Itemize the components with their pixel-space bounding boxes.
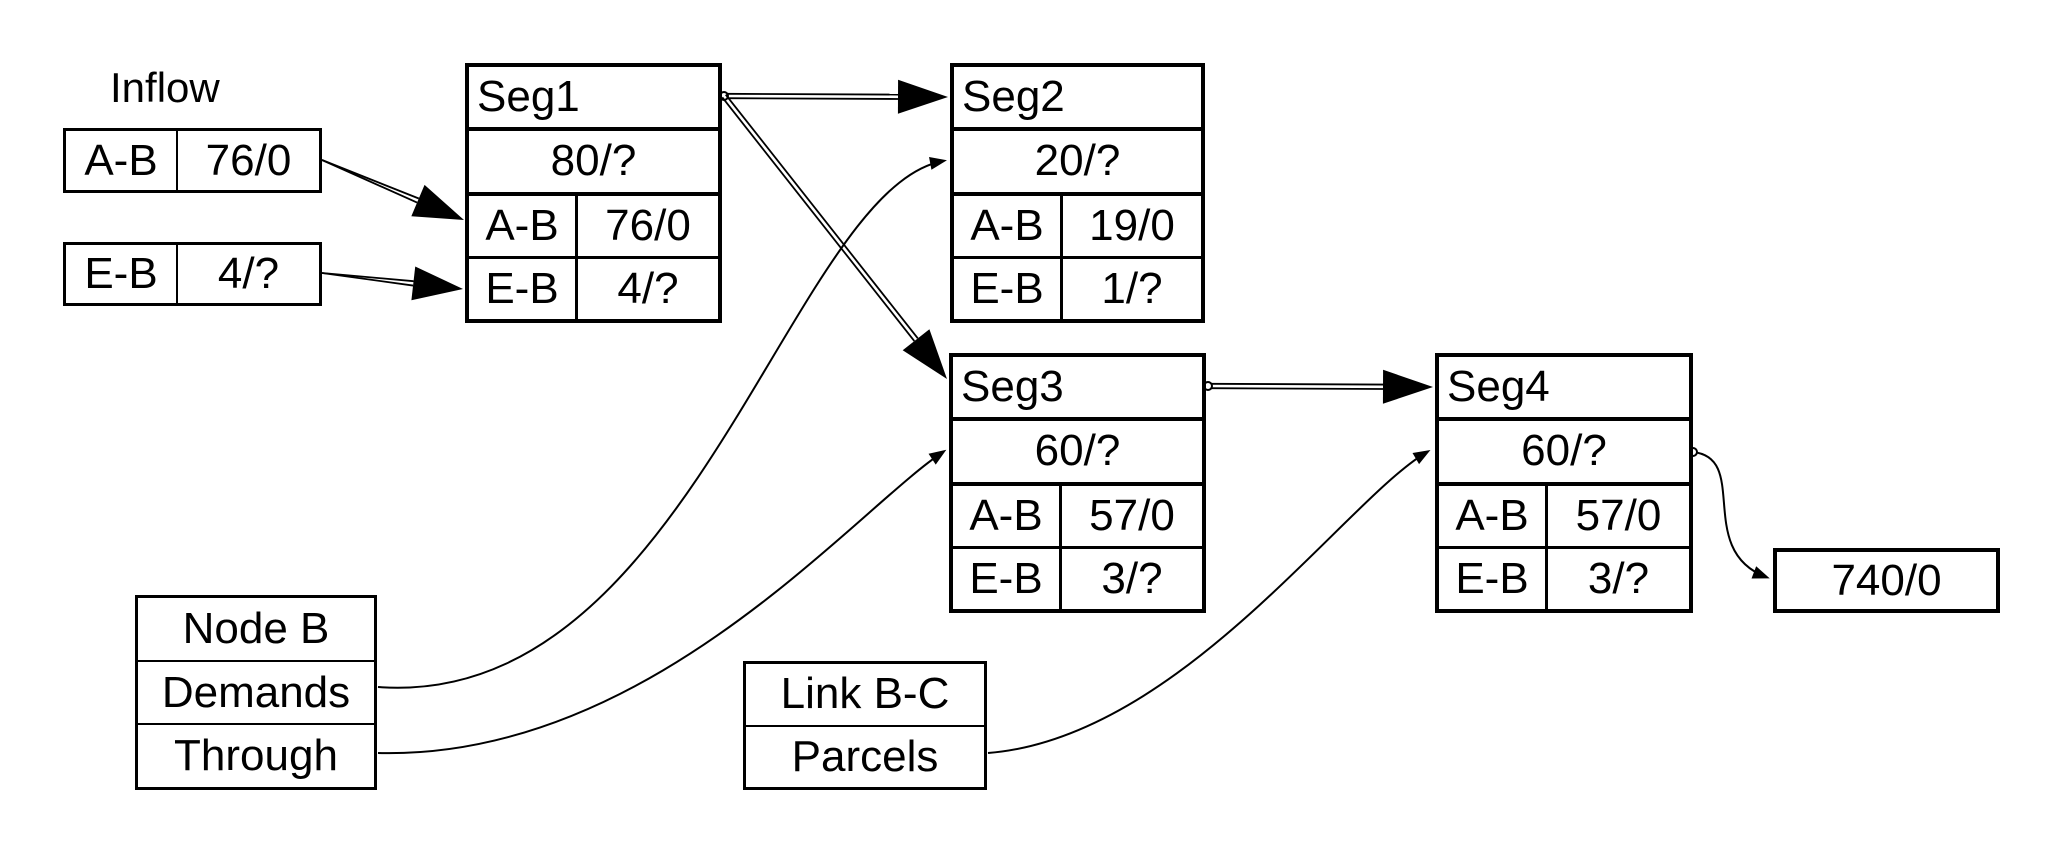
link-b-c-legend: Link B-C Parcels bbox=[743, 661, 987, 790]
segment-table-seg3: Seg3 60/? A-B 57/0 E-B 3/? bbox=[949, 353, 1206, 613]
outflow-box: 740/0 bbox=[1773, 548, 2000, 613]
outflow-value: 740/0 bbox=[1831, 555, 1942, 605]
flow-value: 19/0 bbox=[1089, 200, 1175, 250]
flow-value: 76/0 bbox=[605, 200, 691, 250]
flow-row: E-B 1/? bbox=[954, 255, 1201, 319]
flow-value: 57/0 bbox=[1089, 490, 1175, 540]
legend-row: Parcels bbox=[746, 724, 984, 788]
segment-name: Seg2 bbox=[954, 67, 1201, 132]
flow-key: E-B bbox=[1439, 548, 1548, 609]
segment-table-seg1: Seg1 80/? A-B 76/0 E-B 4/? bbox=[465, 63, 722, 323]
segment-total: 60/? bbox=[1439, 421, 1689, 486]
legend-row: Demands bbox=[138, 659, 374, 724]
flow-value: 4/? bbox=[617, 263, 679, 313]
segment-name: Seg1 bbox=[469, 67, 718, 132]
inflow-entry-e-b: E-B 4/? bbox=[63, 242, 322, 306]
flow-row: A-B 19/0 bbox=[954, 195, 1201, 256]
segment-total: 20/? bbox=[954, 131, 1201, 196]
inflow-entry-a-b: A-B 76/0 bbox=[63, 128, 322, 193]
flow-key: A-B bbox=[1439, 485, 1548, 546]
segment-table-seg2: Seg2 20/? A-B 19/0 E-B 1/? bbox=[950, 63, 1205, 323]
flow-key: A-B bbox=[469, 195, 578, 256]
curve-seg4-to-outflow bbox=[1688, 447, 1770, 579]
legend-row: Link B-C bbox=[780, 669, 950, 719]
arrow-seg3-to-seg4 bbox=[1203, 369, 1433, 404]
flow-key: A-B bbox=[953, 485, 1062, 546]
arrow-inflow-eb-to-seg1 bbox=[321, 266, 463, 301]
flow-key: E-B bbox=[954, 258, 1063, 319]
flow-row: A-B 57/0 bbox=[953, 485, 1202, 546]
segment-name: Seg4 bbox=[1439, 357, 1689, 422]
arrow-seg1-to-seg2 bbox=[719, 79, 948, 114]
legend-row: Through bbox=[138, 723, 374, 787]
flow-key: E-B bbox=[953, 548, 1062, 609]
inflow-value: 4/? bbox=[217, 249, 280, 298]
inflow-label: Inflow bbox=[110, 64, 220, 111]
segment-table-seg4: Seg4 60/? A-B 57/0 E-B 3/? bbox=[1435, 353, 1693, 613]
flow-value: 3/? bbox=[1587, 553, 1650, 603]
flow-key: A-B bbox=[954, 195, 1063, 256]
arrow-inflow-ab-to-seg1 bbox=[321, 159, 464, 220]
flow-row: E-B 3/? bbox=[953, 545, 1202, 609]
arrow-seg1-to-seg3 bbox=[721, 94, 947, 379]
inflow-value: 76/0 bbox=[205, 135, 292, 185]
flow-row: E-B 4/? bbox=[469, 255, 718, 319]
flow-row: E-B 3/? bbox=[1439, 545, 1689, 609]
legend-row: Node B bbox=[182, 603, 330, 653]
flow-value: 3/? bbox=[1101, 553, 1163, 603]
flow-value: 57/0 bbox=[1575, 490, 1662, 540]
segment-total: 60/? bbox=[953, 421, 1202, 486]
flow-key: E-B bbox=[469, 258, 578, 319]
flow-row: A-B 76/0 bbox=[469, 195, 718, 256]
flow-value: 1/? bbox=[1101, 263, 1163, 313]
segment-total: 80/? bbox=[469, 131, 718, 196]
inflow-key: A-B bbox=[66, 131, 178, 190]
node-b-legend: Node B Demands Through bbox=[135, 595, 377, 790]
segment-name: Seg3 bbox=[953, 357, 1202, 422]
inflow-key: E-B bbox=[66, 245, 178, 303]
flow-row: A-B 57/0 bbox=[1439, 485, 1689, 546]
